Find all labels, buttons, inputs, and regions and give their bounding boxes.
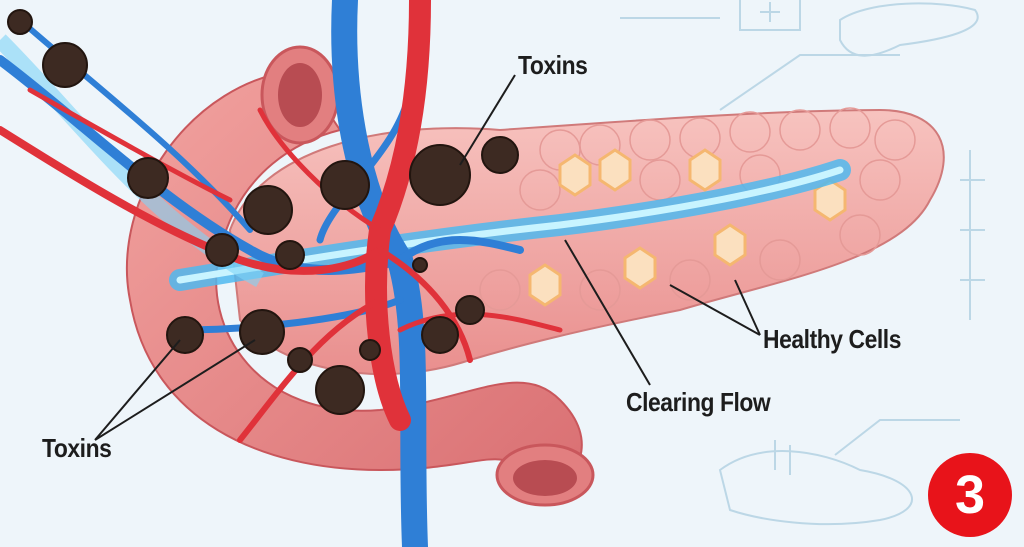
healthy-cells xyxy=(528,148,847,307)
leader-lines xyxy=(94,74,761,441)
duodenum xyxy=(125,45,595,507)
healthy-cells-label: Healthy Cells xyxy=(763,324,901,354)
toxins-label-bottom: Toxins xyxy=(42,433,112,463)
toxins-label-top: Toxins xyxy=(518,50,588,80)
toxin-clusters xyxy=(7,9,519,415)
step-number-badge: 3 xyxy=(928,453,1012,537)
clearing-flow-label: Clearing Flow xyxy=(626,387,771,417)
blueprint-background xyxy=(620,0,985,526)
